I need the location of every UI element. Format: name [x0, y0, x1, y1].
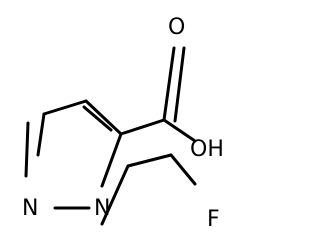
bond-c3-n2	[36, 112, 46, 157]
molecule-structure: N N O OH F	[22, 15, 224, 232]
atom-hydroxyl: OH	[190, 137, 224, 162]
bond-c5-c4-inner	[82, 105, 113, 132]
atom-n-substituted: N	[94, 196, 110, 221]
bond-n1-c5	[100, 132, 123, 188]
bond-c4-c3	[42, 99, 88, 116]
bond-ch2-f	[169, 153, 197, 186]
bond-c5-c4	[84, 99, 123, 136]
atom-fluorine: F	[207, 207, 220, 232]
atom-oxygen-carbonyl: O	[168, 15, 185, 40]
bond-n1-ch2	[100, 164, 130, 226]
atom-n-ring: N	[22, 196, 38, 221]
bond-cooh-o	[162, 46, 176, 122]
bond-cooh-o-double	[173, 46, 186, 123]
bond-c5-cooh	[119, 118, 166, 136]
bond-c3-n2-inner	[24, 121, 30, 178]
bond-ch2-ch2	[126, 153, 173, 168]
bond-cooh-oh	[162, 118, 197, 143]
